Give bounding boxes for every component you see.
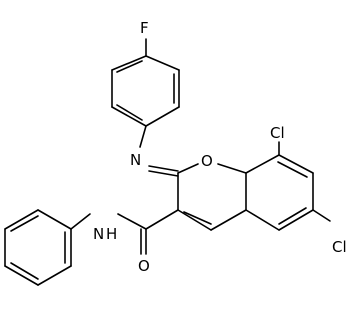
amide-hydrogen-label: H (106, 225, 117, 243)
ring-oxygen-label: O (201, 152, 213, 170)
imine-linkage (139, 125, 179, 177)
chromene-core (177, 141, 331, 231)
amide-group (117, 209, 179, 255)
phenyl-ring (4, 209, 91, 286)
chlorine-8-label: Cl (270, 124, 285, 142)
amide-nitrogen-label: N (93, 225, 104, 243)
chlorine-6-label: Cl (332, 238, 347, 256)
fluorine-atom-label: F (140, 19, 149, 37)
carbonyl-oxygen-label: O (138, 257, 150, 275)
imine-nitrogen-label: N (130, 151, 141, 169)
fluorophenyl-ring (111, 38, 180, 127)
